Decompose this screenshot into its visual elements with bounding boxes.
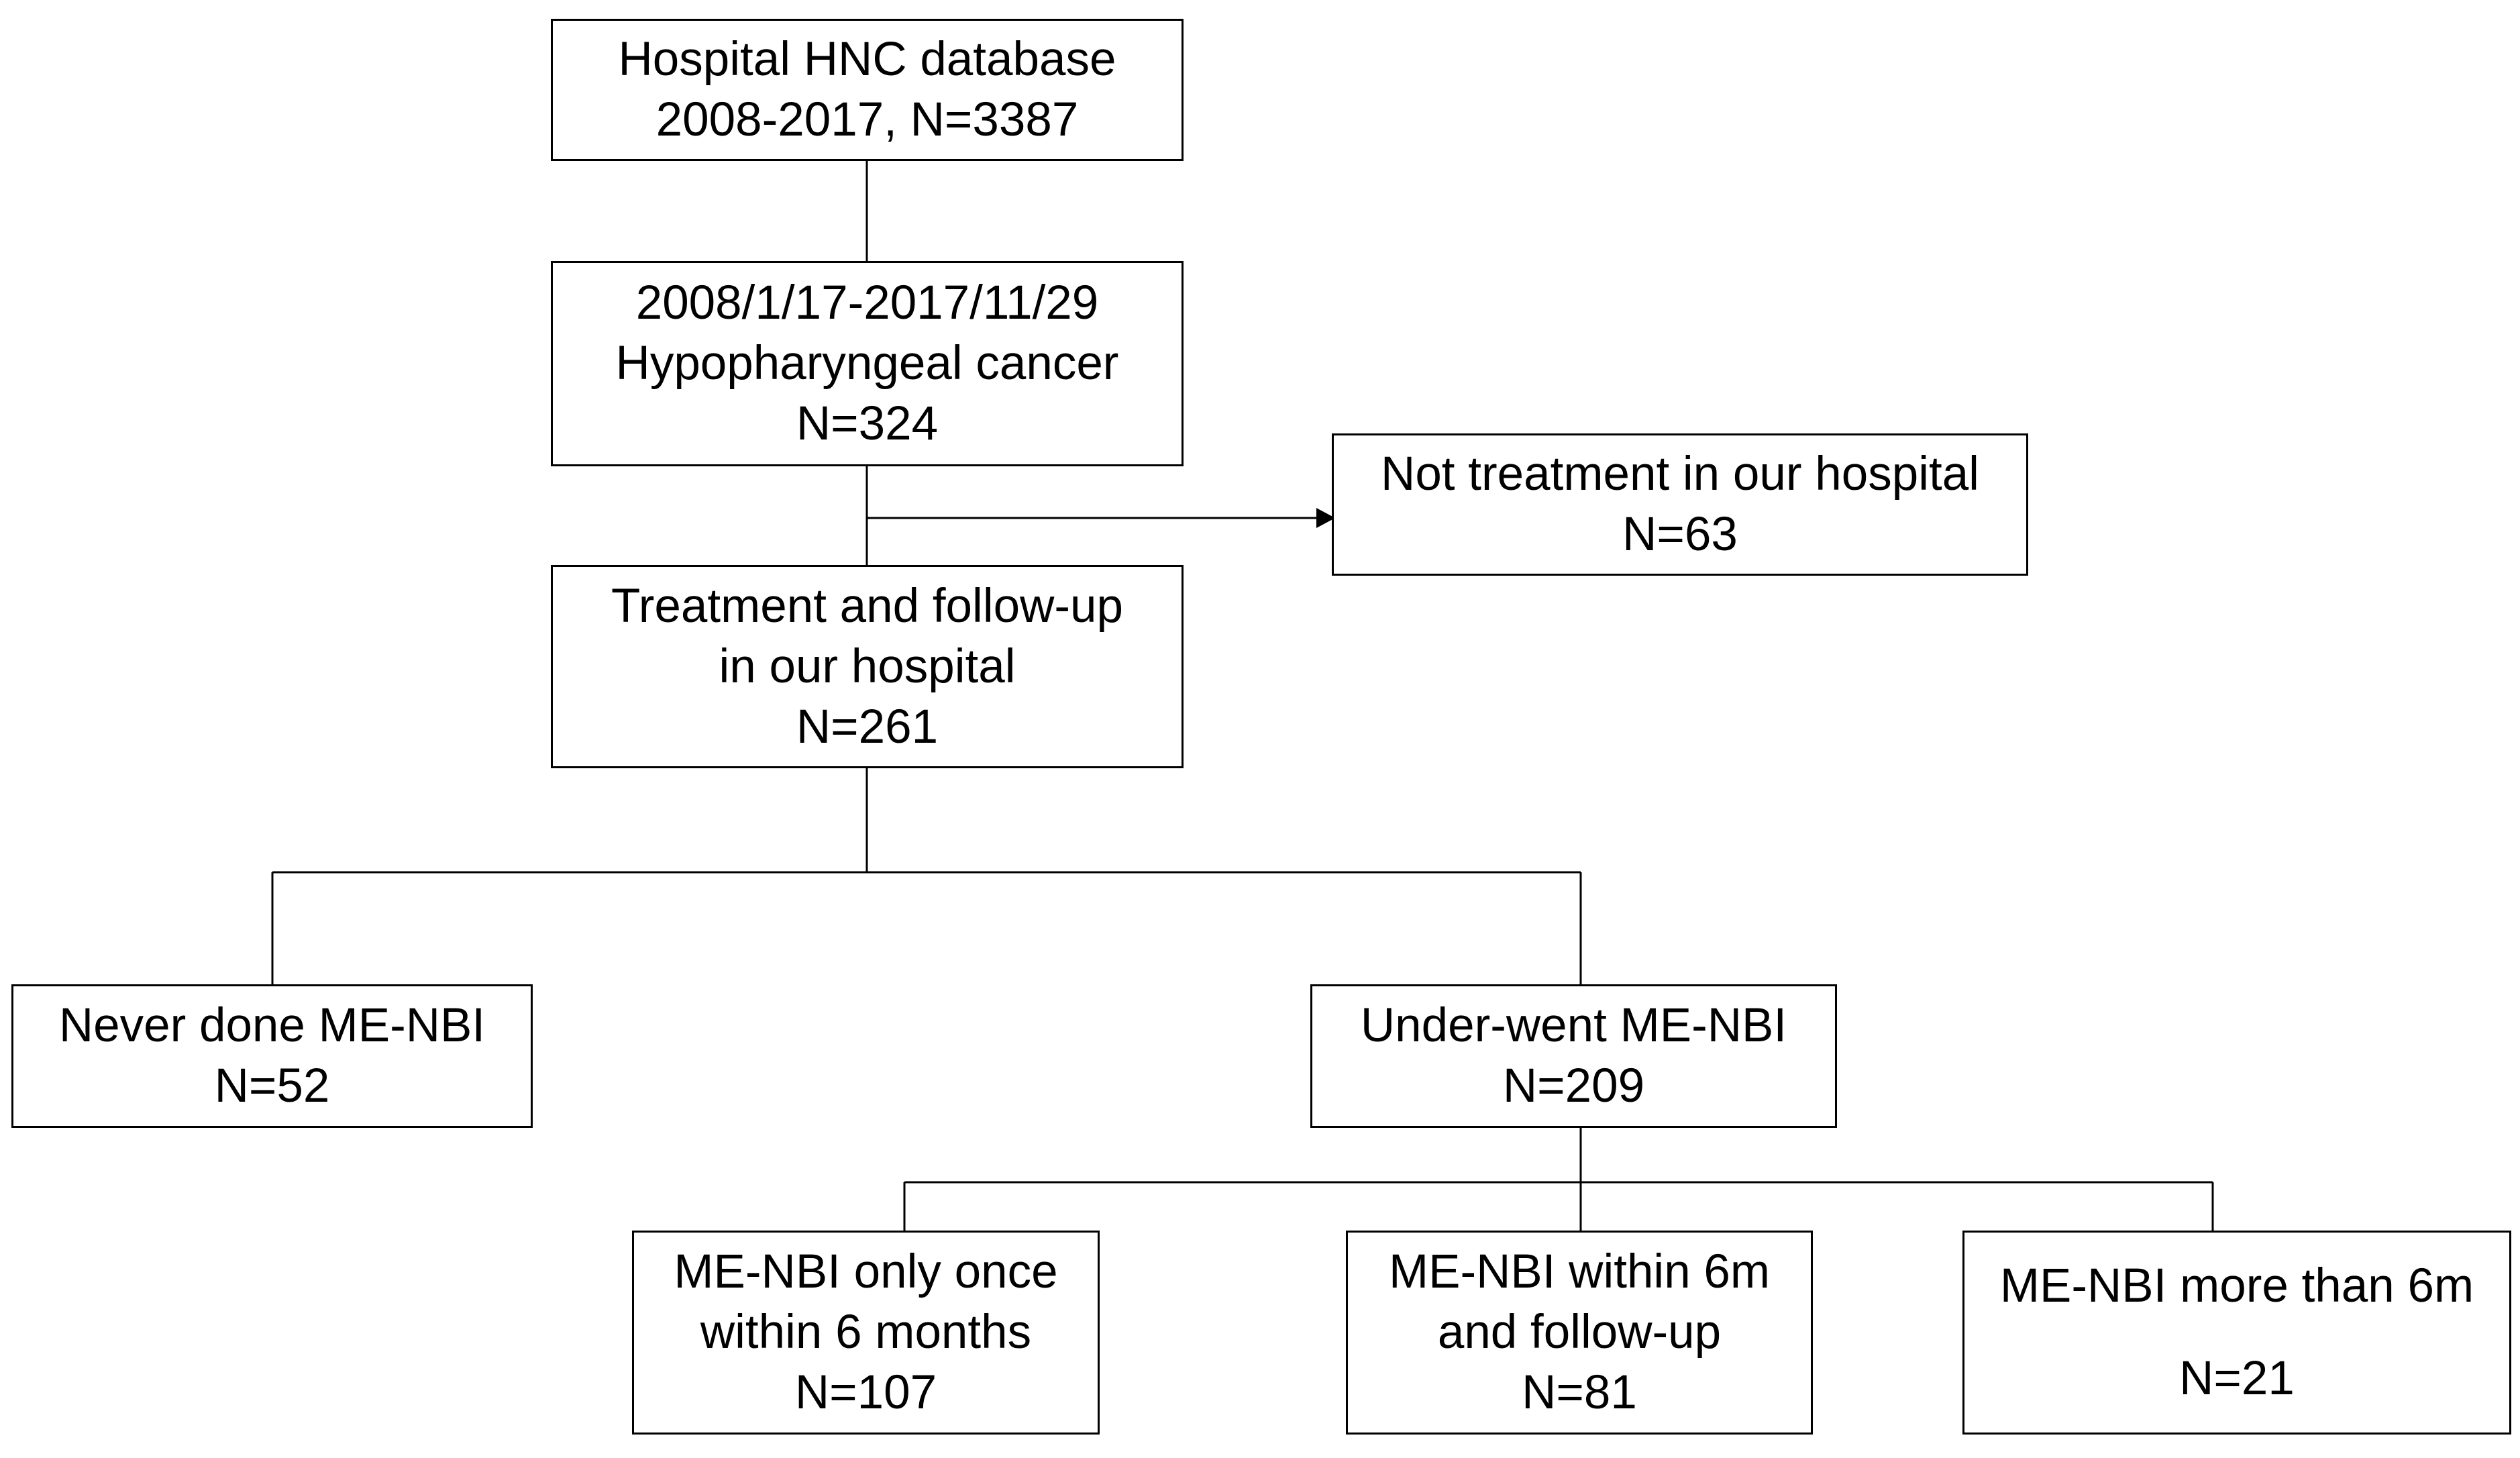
- underwent-title: Under-went ME-NBI: [1360, 999, 1787, 1052]
- underwent-count: N=209: [1502, 1059, 1645, 1112]
- never-done-count: N=52: [214, 1059, 330, 1112]
- database-range: 2008-2017, N=3387: [655, 93, 1079, 146]
- more-than-6m-count: N=21: [2179, 1352, 2295, 1405]
- treatment-subtitle: in our hospital: [719, 639, 1016, 693]
- only-once-title: ME-NBI only once: [674, 1245, 1058, 1298]
- arrowhead-icon: [1316, 508, 1335, 528]
- not-treatment-count: N=63: [1622, 508, 1738, 561]
- hypopharyngeal-dates: 2008/1/17-2017/11/29: [635, 276, 1099, 329]
- treatment-title: Treatment and follow-up: [611, 579, 1123, 633]
- not-treatment-box: Not treatment in our hospital N=63: [1332, 433, 2028, 576]
- treatment-box: Treatment and follow-up in our hospital …: [551, 565, 1184, 768]
- hypopharyngeal-title: Hypopharyngeal cancer: [615, 337, 1119, 390]
- treatment-count: N=261: [796, 700, 939, 753]
- database-box: Hospital HNC database 2008-2017, N=3387: [551, 19, 1184, 161]
- only-once-box: ME-NBI only once within 6 months N=107: [632, 1231, 1100, 1435]
- database-title: Hospital HNC database: [618, 33, 1116, 86]
- hypopharyngeal-box: 2008/1/17-2017/11/29 Hypopharyngeal canc…: [551, 261, 1184, 466]
- only-once-subtitle: within 6 months: [700, 1306, 1032, 1359]
- not-treatment-title: Not treatment in our hospital: [1381, 448, 1979, 501]
- more-than-6m-box: ME-NBI more than 6m N=21: [1962, 1231, 2511, 1435]
- never-done-box: Never done ME-NBI N=52: [11, 984, 533, 1128]
- more-than-6m-title: ME-NBI more than 6m: [1999, 1259, 2474, 1312]
- within-6m-box: ME-NBI within 6m and follow-up N=81: [1346, 1231, 1813, 1435]
- underwent-box: Under-went ME-NBI N=209: [1310, 984, 1837, 1128]
- only-once-count: N=107: [794, 1366, 937, 1419]
- hypopharyngeal-count: N=324: [796, 397, 939, 450]
- within-6m-count: N=81: [1522, 1366, 1637, 1419]
- within-6m-title: ME-NBI within 6m: [1388, 1245, 1771, 1298]
- within-6m-subtitle: and follow-up: [1437, 1306, 1722, 1359]
- never-done-title: Never done ME-NBI: [58, 999, 486, 1052]
